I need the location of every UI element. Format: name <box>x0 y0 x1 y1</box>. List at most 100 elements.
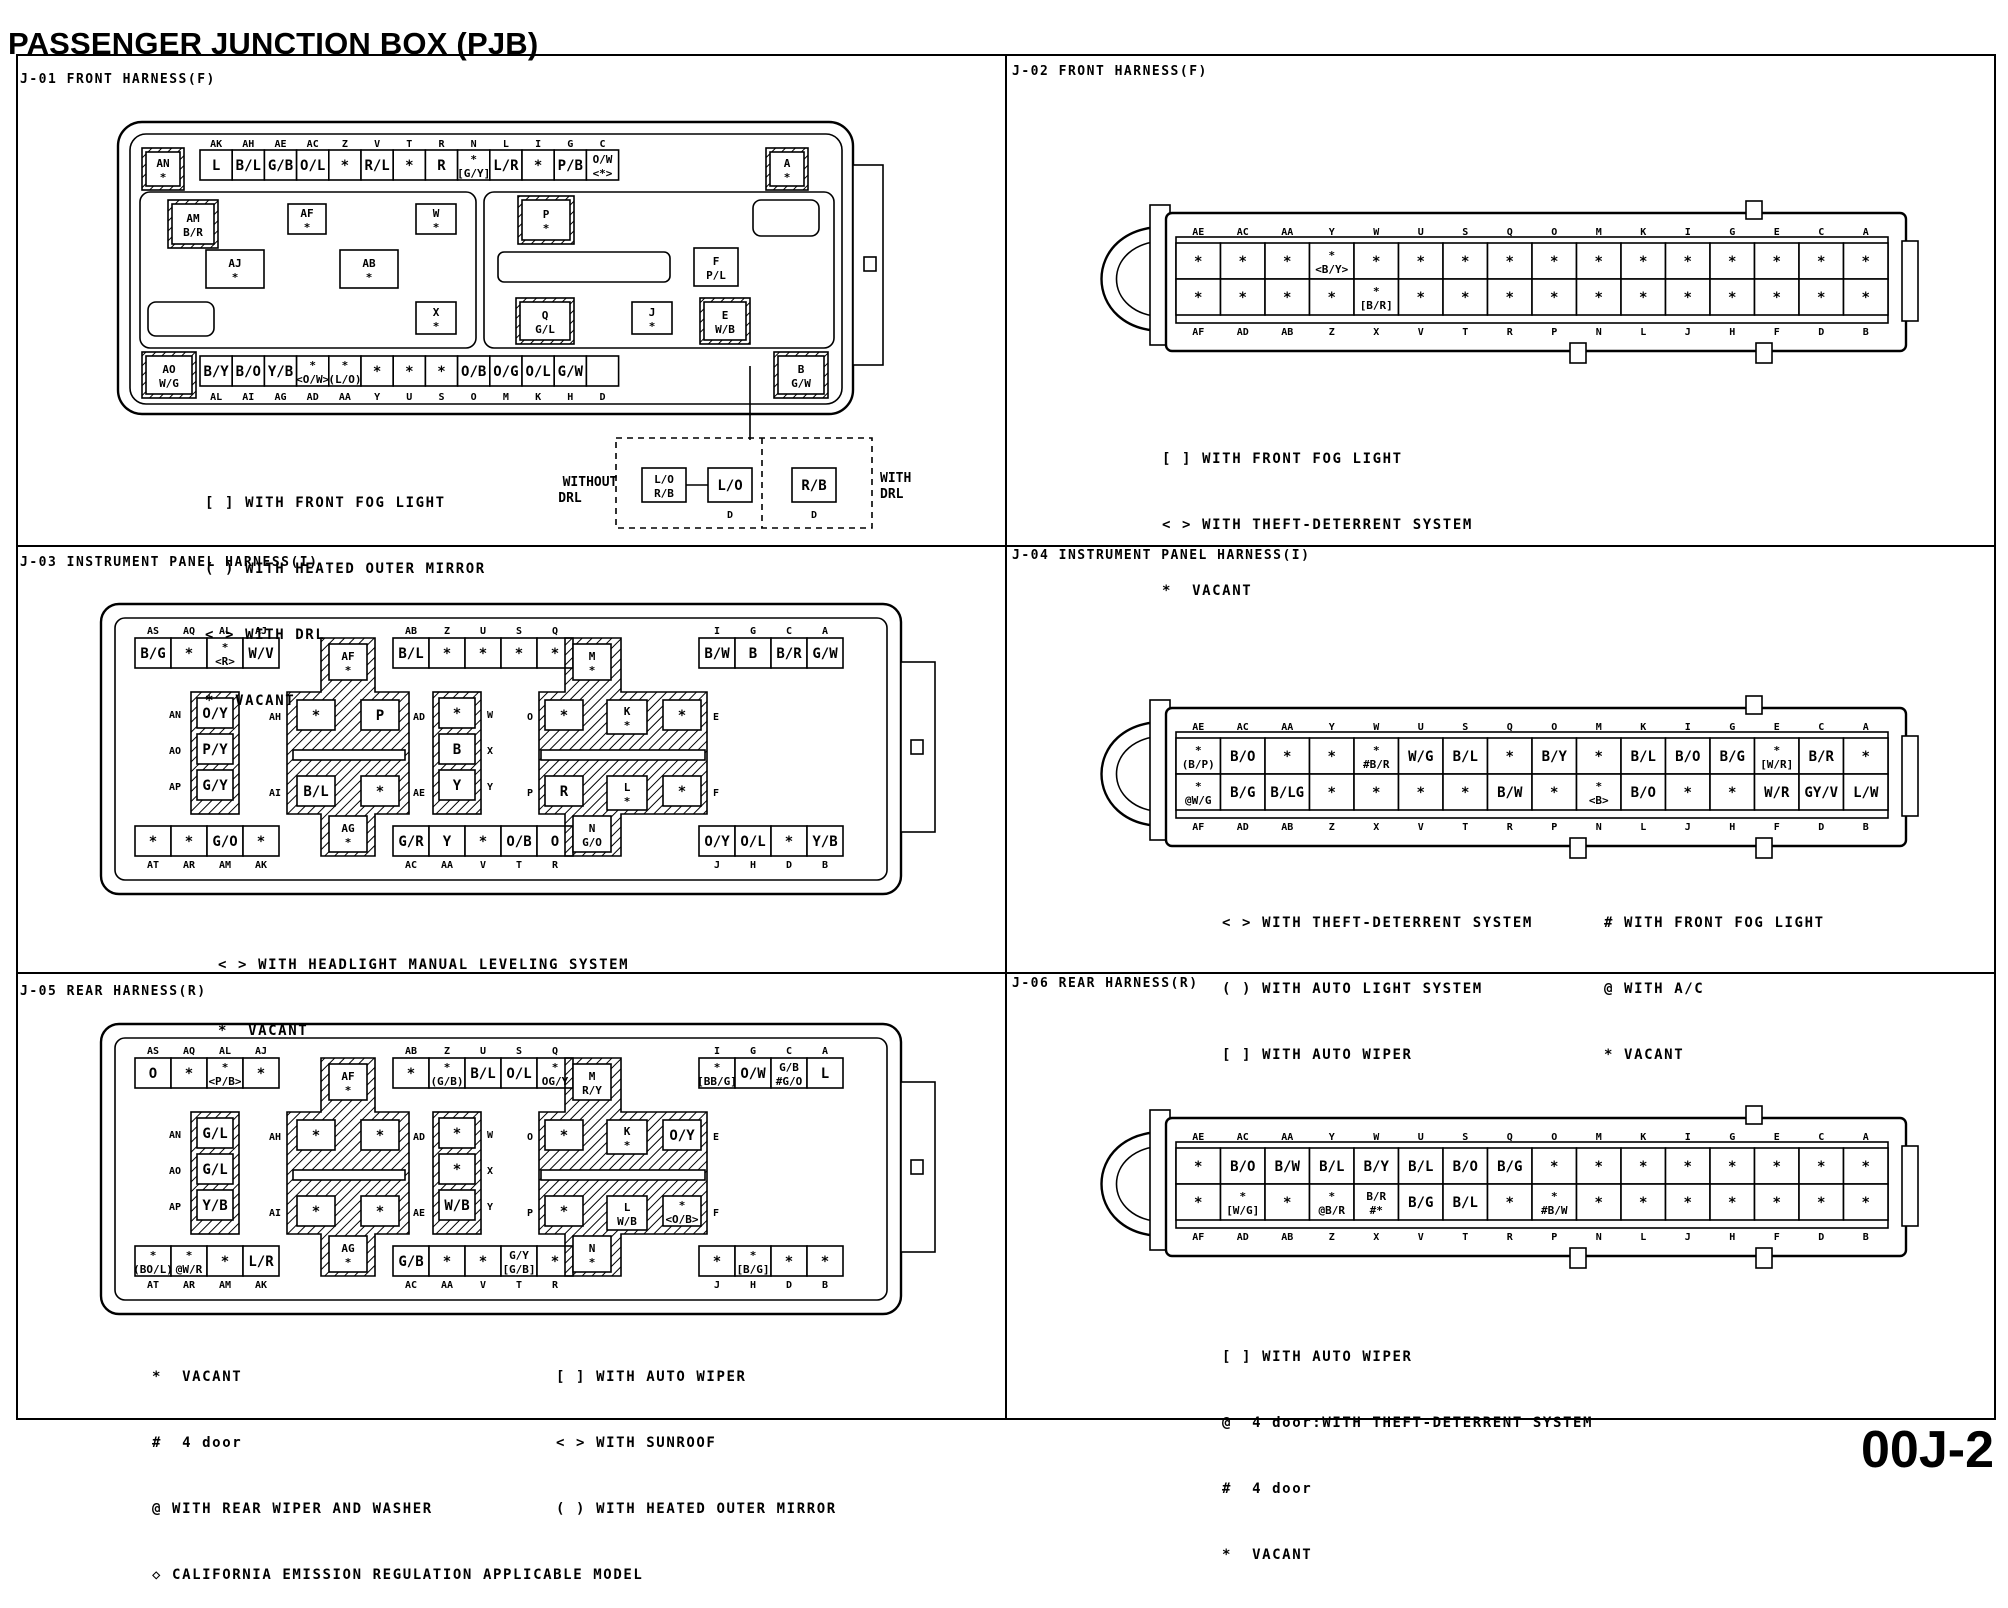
row-divider-1 <box>16 545 1996 547</box>
pin-label: Y <box>443 834 452 850</box>
pin-letter: S <box>1462 1132 1468 1143</box>
pin-cell <box>1664 1183 1711 1221</box>
pin-letter: AM <box>219 1280 231 1291</box>
pin-label: G/B <box>268 158 293 174</box>
pin-label: * <box>479 834 487 850</box>
pin-label: AB <box>362 257 376 270</box>
pin-label: * <box>785 834 793 850</box>
pin-label: * <box>309 359 316 372</box>
pin-letter: A <box>1863 722 1869 733</box>
connector-tab <box>1745 695 1763 715</box>
pin-label: * <box>534 158 542 174</box>
pin-label: B/W <box>1275 1159 1301 1175</box>
pin-label: * <box>1595 290 1603 306</box>
pin-label: * <box>1461 785 1469 801</box>
pin-cell <box>1264 737 1311 775</box>
connector-hook-inner <box>1115 735 1167 813</box>
pin-letter: I <box>1685 1132 1691 1143</box>
pin-letter: K <box>1640 227 1646 238</box>
pin-letter: AE <box>413 788 425 799</box>
pin-letter: AA <box>441 860 453 871</box>
pin-cell <box>428 825 466 857</box>
j06-legend-line: * VACANT <box>1222 1547 1313 1563</box>
connector-tab <box>1755 837 1773 859</box>
pin-letter: AL <box>219 626 231 637</box>
pin-cell <box>770 825 808 857</box>
pin-label: B <box>798 363 805 376</box>
pin-label: G/R <box>398 834 424 850</box>
pin-label: * <box>1862 1195 1870 1211</box>
pin-cell <box>572 643 612 681</box>
pin-label: * <box>649 320 656 333</box>
connector-latch-hole <box>910 739 924 755</box>
pin-letter: AL <box>219 1046 231 1057</box>
pin-label: M <box>589 1070 596 1083</box>
pin-label: * <box>1239 1190 1246 1203</box>
pin-label: AG <box>341 1242 355 1255</box>
pin-label: * <box>232 271 239 284</box>
pin-label: * <box>1194 1195 1202 1211</box>
pin-label: * <box>150 1249 157 1262</box>
pin-cell <box>206 1057 244 1089</box>
pin-letter: W <box>1373 1132 1380 1143</box>
pin-letter: Y <box>1329 722 1335 733</box>
pin-label: W/B <box>444 1198 469 1214</box>
pin-label: R/L <box>364 158 389 174</box>
pin-label: * <box>1372 785 1380 801</box>
pin-cell <box>1753 737 1800 775</box>
pin-label: B/L <box>1408 1159 1433 1175</box>
pin-label: * <box>345 836 352 849</box>
pin-label: Q <box>542 309 549 322</box>
pin-label: * <box>1862 254 1870 270</box>
pin-label: * <box>1328 785 1336 801</box>
pin-cell <box>170 1245 208 1277</box>
pin-label: * <box>1773 254 1781 270</box>
pin-cell <box>206 1245 244 1277</box>
pin-label: * <box>1373 285 1380 298</box>
j05-legend-line: # 4 door <box>152 1435 243 1451</box>
pin-cell <box>360 149 395 181</box>
pin-letter: Q <box>552 626 558 637</box>
pin-letter: AS <box>147 1046 159 1057</box>
pin-letter: D <box>599 392 605 403</box>
pin-label: * <box>1862 749 1870 765</box>
pin-letter: AD <box>1237 822 1249 833</box>
pin-label: B/L <box>398 646 423 662</box>
inner-pin-cell <box>769 151 805 187</box>
j04-legend-right: # WITH FRONT FOG LIGHT @ WITH A/C * VACA… <box>1604 868 1825 1088</box>
pin-label: * <box>1639 1195 1647 1211</box>
pin-letter: R <box>1507 822 1514 833</box>
pin-letter: G <box>1729 1132 1735 1143</box>
pin-cell <box>1264 278 1311 316</box>
pin-letter: E <box>1774 227 1780 238</box>
pin-letter: AA <box>1281 227 1293 238</box>
pin-letter: Z <box>444 1046 450 1057</box>
pin-letter: Z <box>1329 822 1335 833</box>
pin-cell <box>1397 278 1444 316</box>
pin-cell <box>806 1245 844 1277</box>
pin-letter: K <box>1640 722 1646 733</box>
pin-cell <box>806 637 844 669</box>
pin-letter: S <box>1462 722 1468 733</box>
pin-label: * <box>1639 1159 1647 1175</box>
j04-title: J-04 INSTRUMENT PANEL HARNESS(I) <box>1012 548 1311 563</box>
pin-letter: M <box>1596 1132 1602 1143</box>
pin-label: * <box>678 784 686 800</box>
pin-cell <box>196 697 234 729</box>
pin-letter: T <box>516 860 522 871</box>
inner-pin-cell <box>519 301 571 341</box>
pin-label: * <box>1595 780 1602 793</box>
j01-legend: [ ] WITH FRONT FOG LIGHT ( ) WITH HEATED… <box>205 448 486 734</box>
pin-letter: W <box>487 710 494 721</box>
pin-label: * <box>589 664 596 677</box>
pin-label: <*> <box>593 167 613 180</box>
connector-latch-hole <box>863 256 877 272</box>
pin-letter: Y <box>1329 227 1335 238</box>
pin-letter: AC <box>307 139 319 150</box>
pin-label: OG/Y <box>542 1075 569 1088</box>
pin-label: (G/B) <box>430 1075 463 1088</box>
pin-cell <box>231 355 266 387</box>
pin-label: [W/G] <box>1226 1204 1259 1217</box>
pin-cell <box>1620 278 1667 316</box>
pin-letter: AM <box>219 860 231 871</box>
